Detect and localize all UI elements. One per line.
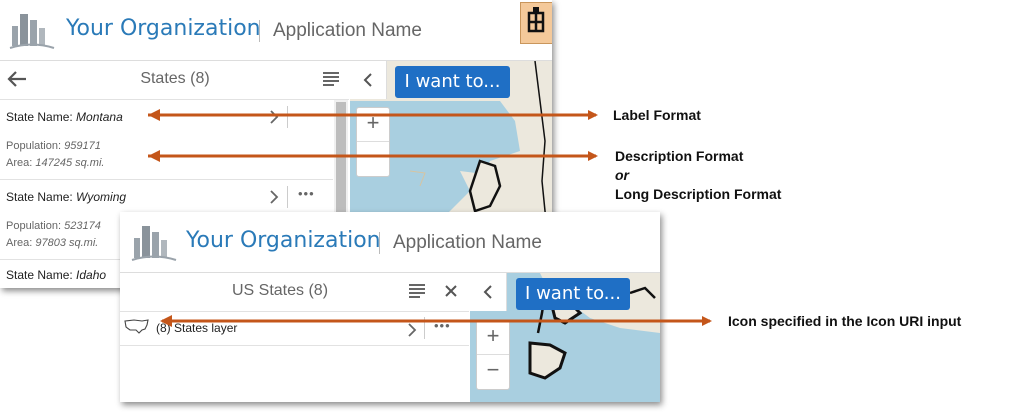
zoom-out-button[interactable]: − (486, 357, 500, 382)
icon-uri-annotation: Icon specified in the Icon URI input (728, 313, 962, 329)
organization-logo-icon (131, 226, 177, 261)
list-menu-icon[interactable] (408, 283, 426, 299)
us-map-icon (124, 319, 149, 334)
collapse-panel-button[interactable] (470, 273, 507, 311)
organization-name: Your Organization (66, 16, 261, 41)
map-view[interactable]: I want to... + − (470, 273, 660, 402)
panel-header-divider (0, 99, 349, 100)
i-want-to-button[interactable]: I want to... (395, 66, 510, 98)
item-label: State Name: Wyoming (6, 190, 127, 204)
more-options-icon[interactable]: ••• (298, 186, 315, 201)
app-header: Your Organization Application Name (0, 0, 552, 61)
application-name: Application Name (273, 20, 422, 41)
panel-title: US States (8) (231, 282, 329, 299)
item-divider (424, 317, 425, 339)
header-divider (259, 20, 260, 42)
layer-label: (8) States layer (156, 321, 238, 335)
label-format-annotation: Label Format (613, 107, 701, 123)
close-icon[interactable] (444, 284, 458, 298)
row-divider (120, 345, 469, 346)
chevron-right-icon[interactable] (268, 189, 280, 205)
chevron-left-icon (483, 285, 492, 299)
application-name: Application Name (393, 232, 542, 253)
organization-logo-icon (9, 14, 55, 49)
chevron-right-icon[interactable] (268, 109, 280, 125)
item-divider (287, 106, 288, 128)
collapse-panel-button[interactable] (350, 61, 387, 99)
panel-header-divider (120, 311, 469, 312)
description-format-annotation: Description Format or Long Description F… (615, 148, 782, 202)
chevron-left-icon (363, 73, 372, 87)
list-item[interactable]: State Name: Wyoming ••• Population: 5231… (0, 180, 333, 265)
panel-title: States (8) (140, 70, 210, 87)
app-header: Your Organization Application Name (120, 212, 660, 273)
list-item[interactable]: (8) States layer ••• (120, 312, 469, 344)
zoom-control: + − (476, 320, 510, 390)
zoom-divider (477, 354, 509, 355)
list-item[interactable]: State Name: Idaho (0, 260, 333, 288)
item-divider (287, 186, 288, 208)
i-want-to-button[interactable]: I want to... (516, 278, 630, 310)
zoom-in-button[interactable]: + (486, 323, 500, 348)
back-arrow-icon[interactable] (6, 70, 28, 88)
toolbar-toggle-icon[interactable] (520, 2, 552, 44)
row-divider (0, 179, 333, 180)
zoom-divider (357, 141, 389, 142)
header-divider (379, 232, 380, 254)
results-panel: US States (8) (8) States layer ••• (120, 273, 469, 402)
list-menu-icon[interactable] (322, 71, 340, 87)
item-label: State Name: Idaho (6, 268, 107, 282)
organization-name: Your Organization (186, 228, 381, 253)
chevron-right-icon[interactable] (406, 322, 418, 338)
item-label: State Name: Montana (6, 110, 123, 124)
bottom-screenshot: Your Organization Application Name US St… (120, 212, 660, 402)
